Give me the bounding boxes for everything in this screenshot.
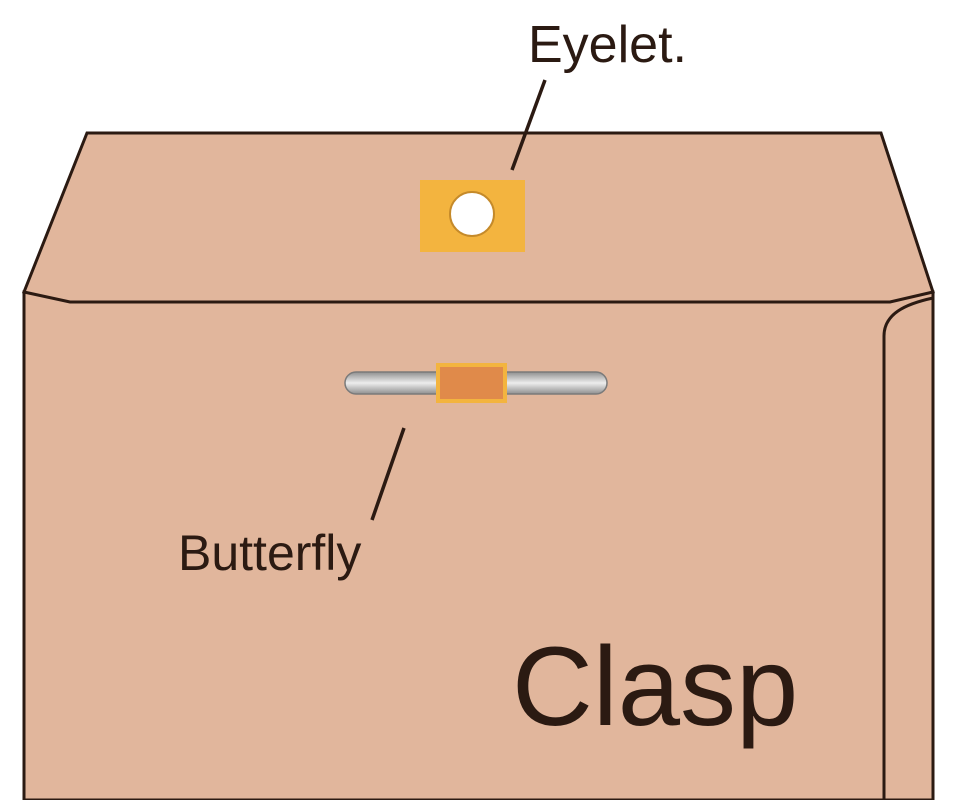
butterfly-tab (436, 363, 507, 403)
clasp-label: Clasp (512, 624, 798, 749)
eyelet-label: Eyelet. (528, 16, 687, 74)
eyelet-hole (449, 191, 495, 237)
butterfly-label: Butterfly (178, 525, 361, 581)
eyelet-leader-line (510, 79, 547, 171)
butterfly-leader-line (370, 427, 406, 521)
envelope-side-fold (882, 296, 934, 800)
